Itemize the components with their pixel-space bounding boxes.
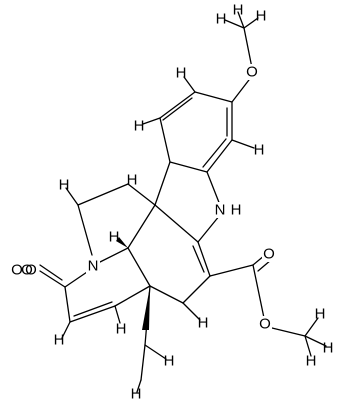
atom-label-h: H (323, 340, 334, 357)
bond (114, 305, 121, 324)
label-bg (6, 262, 36, 278)
bond (140, 344, 146, 381)
bond (206, 171, 221, 206)
bond (114, 285, 151, 307)
bond (127, 247, 151, 287)
bond (136, 379, 142, 393)
atom-label-h: H (59, 177, 70, 194)
atom-label-o: O (263, 246, 275, 263)
atom-label-h: H (131, 386, 142, 400)
bond (144, 344, 167, 360)
bond (231, 75, 253, 103)
bond (197, 214, 221, 243)
label-bg (262, 246, 276, 262)
bond (77, 204, 93, 256)
atom-label-h: H (231, 202, 242, 219)
bond (304, 335, 312, 357)
bond (206, 139, 233, 173)
bond (231, 139, 255, 149)
bond (237, 11, 245, 29)
atom-label-n: N (215, 202, 226, 219)
bond (61, 321, 71, 339)
label-bg (213, 202, 227, 218)
bond (243, 27, 253, 69)
atom-label-h: H (216, 11, 227, 28)
bond (182, 302, 201, 321)
bond (64, 269, 91, 288)
atom-label-n: N (88, 258, 99, 275)
bond (202, 138, 227, 168)
bond (209, 264, 254, 277)
atom-label-o: O (25, 262, 37, 279)
atom-label-h: H (198, 315, 209, 332)
atom-label-h: H (233, 2, 244, 19)
atom-label-o: O (21, 262, 33, 279)
atom-label-h: H (109, 229, 120, 246)
atom-label-h: H (254, 142, 265, 159)
bond (224, 19, 245, 29)
atom-label-h: H (54, 332, 65, 349)
atom-label-h: H (256, 8, 267, 25)
atom-label-o: O (246, 64, 258, 81)
bond (304, 317, 319, 337)
bond (182, 275, 211, 304)
bond (154, 161, 171, 206)
bond (127, 183, 156, 206)
bond (39, 264, 63, 281)
bond (243, 17, 259, 29)
atom-label-h: H (127, 172, 138, 189)
bond (149, 285, 184, 304)
bond (154, 204, 199, 243)
bond (197, 241, 211, 277)
bond (99, 247, 129, 263)
atom-label-h: H (134, 118, 145, 135)
label-bg (258, 316, 272, 332)
bond (194, 91, 233, 103)
bond (127, 204, 156, 249)
atom-label-o: O (259, 316, 271, 333)
atom-label-o: O (11, 262, 23, 279)
stereo-wedge (116, 237, 128, 248)
bond (271, 327, 306, 337)
bond (192, 245, 205, 273)
atom-label-h: H (164, 353, 175, 370)
bond (73, 301, 113, 317)
bond (162, 97, 193, 121)
bond (304, 335, 327, 347)
bond (39, 270, 66, 288)
atom-label-h: H (315, 306, 326, 323)
bond (252, 264, 265, 319)
bond (65, 187, 79, 206)
bond (159, 91, 196, 119)
bond (142, 117, 161, 125)
bond (77, 183, 129, 206)
bond (183, 76, 196, 93)
stereo-wedge (142, 286, 150, 330)
bond (69, 305, 116, 323)
bond (169, 161, 208, 173)
atom-label-h: H (116, 321, 127, 338)
label-bg (245, 64, 259, 80)
atom-label-h: H (176, 65, 187, 82)
bond (159, 117, 171, 163)
label-bg (86, 258, 100, 274)
atom-label-h: H (306, 353, 317, 370)
atom-labels: H H H O H H H N H H H N H O O O H H H O … (6, 2, 333, 400)
bond (64, 286, 71, 323)
